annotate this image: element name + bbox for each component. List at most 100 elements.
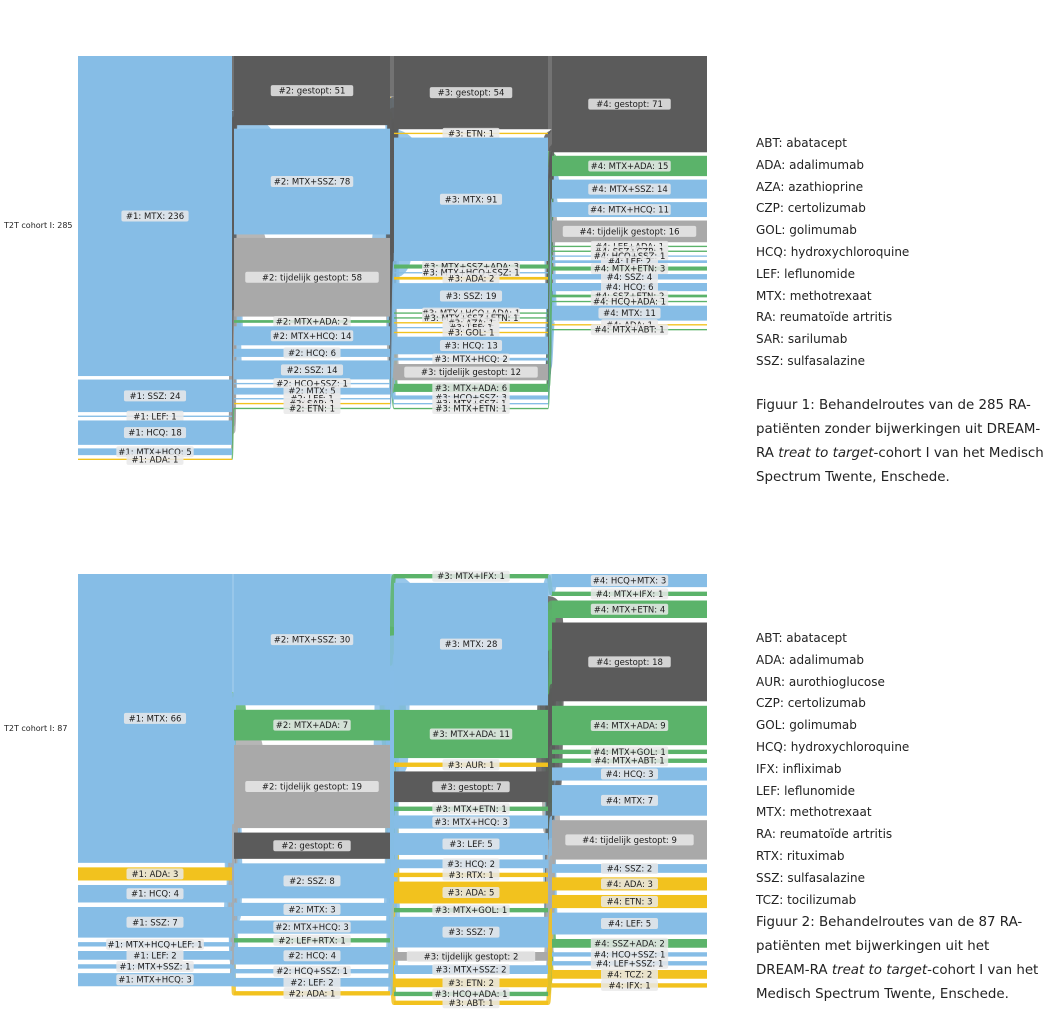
node-label: #3: MTX+ADA: 6 [435, 384, 507, 394]
node-label: #3: MTX+GOL: 1 [435, 906, 508, 916]
node-label: #4: MTX+ADA: 9 [593, 721, 665, 731]
node-label-bg [588, 98, 671, 110]
node-label: #3: MTX+IFX: 1 [437, 572, 505, 582]
node-label-bg [429, 87, 513, 99]
node-label-bg [270, 176, 354, 188]
node-label: #4: MTX+HCQ: 11 [590, 206, 669, 216]
caption-figure-2: Figuur 2: Behandelroutes van de 87 RA-pa… [756, 911, 1044, 1007]
node-label: #3: MTX: 91 [445, 195, 498, 205]
node-label-bg [590, 575, 669, 587]
node-label-bg [588, 160, 671, 172]
node-label: #2: HCQ+SSZ: 1 [276, 380, 348, 390]
node-label-bg [590, 948, 669, 960]
node-label: #3: tijdelijk gestopt: 2 [424, 952, 519, 962]
node-label: #3: gestopt: 7 [440, 783, 501, 793]
node-label-bg [273, 921, 351, 933]
node-label: #4: LEF+SSZ: 1 [596, 959, 664, 969]
node-label-bg [598, 307, 661, 319]
node-label: #2: MTX+ADA: 2 [276, 317, 348, 327]
legend-figure-1: ABT: abatacept ADA: adalimumab AZA: azat… [756, 133, 909, 373]
node-label-bg [283, 976, 341, 988]
node-label-bg [590, 296, 669, 308]
node-label-bg [432, 382, 510, 394]
node-label: #1: MTX+SSZ: 1 [119, 962, 190, 972]
node-label-bg [283, 402, 341, 414]
legend-item: LEF: leflunomide [756, 266, 855, 281]
node-label: #3: RTX: 1 [448, 871, 493, 881]
node-label: #2: MTX+SSZ: 30 [274, 636, 351, 646]
legend-item: RA: reumatoïde artritis [756, 310, 893, 325]
node-label-bg [601, 979, 658, 991]
sankey-link [387, 705, 397, 996]
legend-item: IFX: infliximab [756, 761, 842, 776]
node-label: #4: ADA: 3 [606, 880, 653, 890]
sankey-link [547, 271, 553, 410]
node-label-bg [442, 869, 500, 881]
node-label: #4: MTX: 7 [606, 796, 653, 806]
node-label: #3: ETN: 2 [448, 979, 494, 989]
node-label-bg [601, 768, 658, 780]
node-label-bg [601, 862, 658, 874]
sankey-links [181, 55, 562, 460]
node-label: #2: tijdelijk gestopt: 19 [262, 783, 362, 793]
node-label: #1: MTX+HCQ: 5 [118, 448, 192, 458]
node-label: #2: ETN: 1 [289, 404, 335, 414]
node-label-bg [590, 588, 669, 600]
node-label-bg [283, 903, 341, 915]
node-label-bg [121, 210, 189, 222]
legend-item: ABT: abatacept [756, 136, 847, 150]
node-label: #3: MTX+ETN: 1 [435, 405, 506, 415]
node-label: #2: MTX+HCQ: 14 [273, 332, 352, 342]
node-label: #2: HCQ: 6 [288, 349, 336, 359]
node-label: #2: ADA: 1 [289, 989, 336, 999]
node-label-bg [283, 950, 341, 962]
caption-figure-1: Figuur 1: Behandelroutes van de 285 RA-p… [756, 394, 1044, 490]
node-label-bg [601, 918, 658, 930]
caption-text: -cohort I van het Medisch Spectrum Twent… [756, 446, 1044, 485]
node-label: #3: MTX+ADA: 11 [432, 730, 510, 740]
node-label-bg [432, 570, 510, 582]
node-label-bg [245, 271, 379, 283]
node-label: #4: MTX+ETN: 4 [594, 605, 665, 615]
node-label: #2: HCQ: 4 [288, 952, 336, 962]
legend-item: RA: reumatoïde artritis [756, 827, 893, 842]
node-label: #3: tijdelijk gestopt: 12 [421, 368, 521, 378]
node-label: #1: SSZ: 24 [129, 392, 180, 402]
node-label-bg [283, 347, 341, 359]
node-label-bg [439, 638, 503, 650]
node-label: #4: IFX: 1 [608, 981, 650, 991]
node-label: #2: MTX: 3 [288, 905, 335, 915]
node-label: #1: HCQ: 4 [131, 890, 179, 900]
node-label-bg [442, 926, 500, 938]
node-label: #1: ADA: 1 [132, 455, 179, 465]
legend-item: MTX: methotrexaat [756, 288, 872, 303]
node-label: #4: HCQ+SSZ: 1 [594, 950, 666, 960]
legend-item: ABT: abatacept [756, 631, 847, 645]
node-label: #2: MTX+SSZ: 78 [274, 178, 351, 188]
sankey-link [542, 574, 558, 597]
node-label: #1: MTX+HCQ+LEF: 1 [107, 940, 202, 950]
node-label-bg [590, 719, 669, 731]
node-label: #4: MTX: 11 [603, 309, 656, 319]
node-label: #2: gestopt: 51 [279, 87, 346, 97]
node-label: #4: gestopt: 18 [596, 658, 663, 668]
node-label-bg [432, 803, 510, 815]
node-label-bg [439, 193, 503, 205]
node-label: #3: GOL: 1 [447, 329, 494, 339]
node-label: #2: LEF: 2 [290, 978, 333, 988]
node-label-bg [432, 816, 510, 828]
node-label-bg [106, 938, 204, 950]
sankey-chart-1: #1: MTX: 236#1: SSZ: 24#1: LEF: 1#1: HCQ… [3, 55, 707, 465]
node-label-bg [429, 728, 513, 740]
node-label-bg [590, 603, 669, 615]
node-label: #3: ADA: 2 [448, 274, 495, 284]
legend-item: GOL: golimumab [756, 718, 857, 733]
node-label: #4: MTX+GOL: 1 [593, 748, 666, 758]
node-label: #2: SSZ: 8 [289, 877, 335, 887]
node-label: #4: tijdelijk gestopt: 9 [582, 836, 677, 846]
node-label-bg [432, 904, 510, 916]
sankey-chart-2: #1: MTX: 66#1: ADA: 3#1: HCQ: 4#1: SSZ: … [3, 570, 707, 1009]
node-label: #1: ADA: 3 [132, 870, 179, 880]
node-label: #4: HCQ+ADA: 1 [593, 298, 666, 308]
node-label-bg [432, 964, 510, 976]
